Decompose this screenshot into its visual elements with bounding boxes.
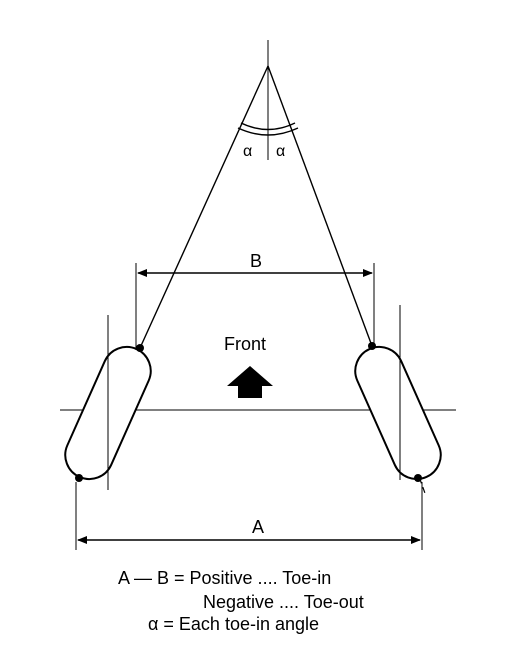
- dimension-a-label: A: [252, 517, 264, 537]
- angle-label-right: α: [276, 143, 285, 160]
- front-label: Front: [224, 334, 266, 354]
- right-rear-point: [414, 474, 422, 482]
- right-front-point: [368, 342, 376, 350]
- legend-line-2: Negative .... Toe-out: [203, 592, 364, 612]
- angle-arc-inner: [240, 122, 296, 131]
- angle-label-left: α: [243, 143, 252, 160]
- right-wheel-centerline: [267, 65, 373, 347]
- right-wheel: [354, 345, 442, 481]
- angle-arc-outer: [237, 127, 299, 136]
- legend-line-1: A — B = Positive .... Toe-in: [118, 568, 332, 588]
- left-front-point: [136, 344, 144, 352]
- left-wheel-centerline: [139, 65, 269, 349]
- arrow-up-icon: [227, 366, 273, 398]
- dimension-b-label: B: [250, 251, 262, 271]
- left-rear-point: [75, 474, 83, 482]
- legend-line-3: α = Each toe-in angle: [148, 614, 320, 634]
